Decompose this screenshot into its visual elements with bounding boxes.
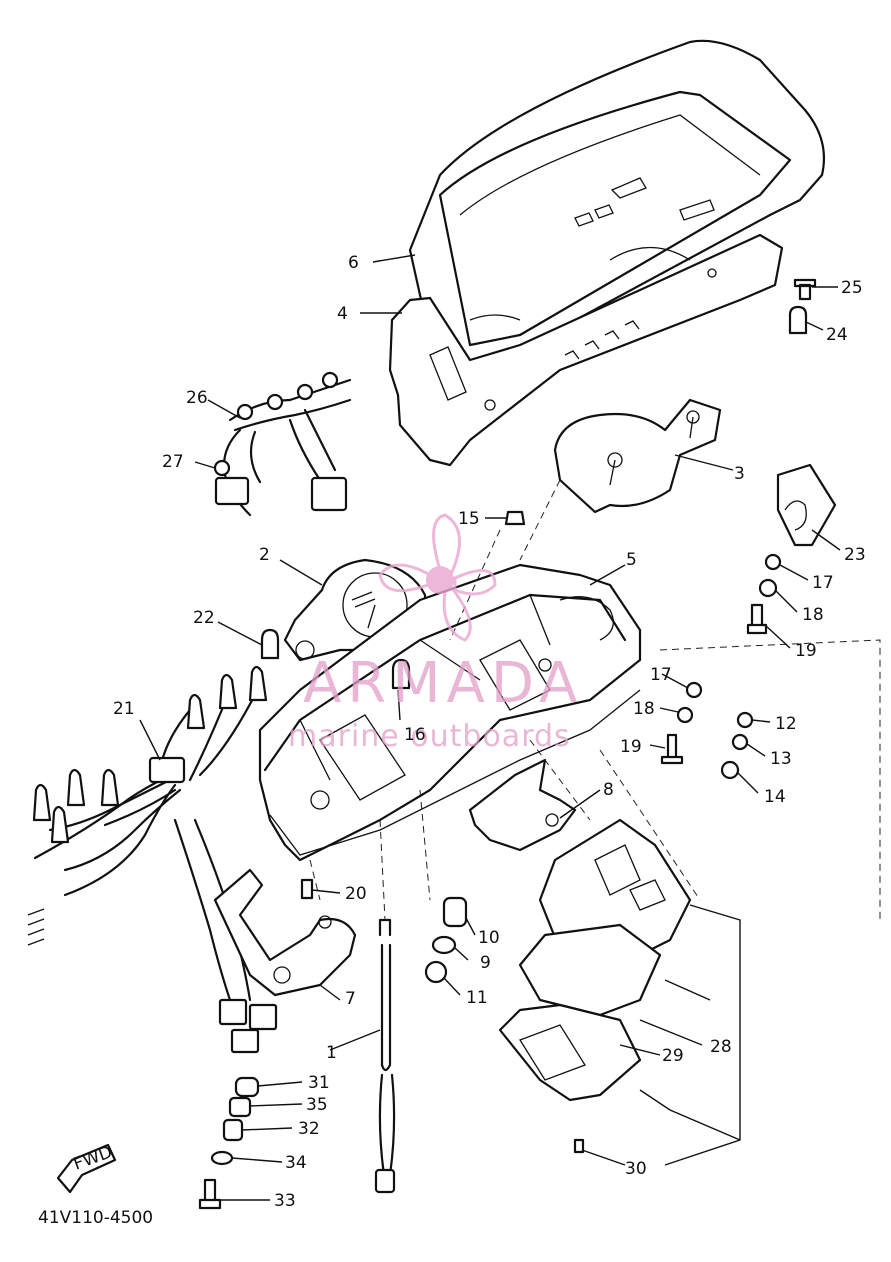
callout-24: 24 — [826, 325, 848, 345]
callout-13: 13 — [770, 749, 792, 769]
callout-12: 12 — [775, 714, 797, 734]
assembly-dash-lines — [309, 479, 881, 921]
callout-32: 32 — [298, 1119, 320, 1139]
part-28-indicator-assembly — [498, 818, 692, 1154]
callout-2: 2 — [259, 545, 270, 565]
callout-11: 11 — [466, 988, 488, 1008]
callout-20: 20 — [345, 884, 367, 904]
callout-16: 16 — [404, 725, 426, 745]
callout-19a: 19 — [795, 641, 817, 661]
callout-5: 5 — [626, 550, 637, 570]
part-23-switch — [776, 463, 837, 547]
callout-33: 33 — [274, 1191, 296, 1211]
callout-15: 15 — [458, 509, 480, 529]
part-21-wire-harness — [27, 665, 278, 1054]
part-7-bracket — [213, 868, 357, 997]
grommet-parts — [424, 896, 468, 984]
callout-23: 23 — [844, 545, 866, 565]
armada-watermark: ARMADA marine outboards — [288, 513, 583, 754]
hardware-parts — [300, 278, 817, 900]
watermark-brand: ARMADA — [303, 651, 583, 716]
callout-4: 4 — [337, 304, 348, 324]
callout-6: 6 — [348, 253, 359, 273]
propeller-logo — [378, 513, 497, 642]
callout-22: 22 — [193, 608, 215, 628]
fwd-arrow: FWD — [56, 1142, 117, 1194]
callout-17a: 17 — [812, 573, 834, 593]
callout-25: 25 — [841, 278, 863, 298]
callout-9: 9 — [480, 953, 491, 973]
watermark-tagline: marine outboards — [288, 719, 571, 754]
callout-7: 7 — [345, 989, 356, 1009]
callout-34: 34 — [285, 1153, 307, 1173]
callout-14: 14 — [764, 787, 786, 807]
callout-8: 8 — [603, 780, 614, 800]
callout-35: 35 — [306, 1095, 328, 1115]
callout-30: 30 — [625, 1159, 647, 1179]
callout-29: 29 — [662, 1046, 684, 1066]
callout-3: 3 — [734, 464, 745, 484]
lower-fastener-parts — [198, 1076, 260, 1210]
part-4-meter-housing — [388, 233, 784, 467]
callout-19b: 19 — [620, 737, 642, 757]
callout-labels: 1 2 3 4 5 6 7 8 9 10 11 12 13 14 15 16 1… — [113, 253, 866, 1211]
callout-27: 27 — [162, 452, 184, 472]
diagram-code: 41V110-4500 — [38, 1208, 153, 1228]
callout-31: 31 — [308, 1073, 330, 1093]
part-3-face-plate — [553, 398, 722, 514]
part-8-bracket — [468, 758, 577, 852]
leader-lines — [139, 254, 841, 1201]
callout-17b: 17 — [650, 665, 672, 685]
part-5-meter-case — [258, 563, 642, 862]
part-1-meter-cable — [374, 918, 396, 1194]
callout-18b: 18 — [633, 699, 655, 719]
callout-1: 1 — [326, 1043, 337, 1063]
callout-21: 21 — [113, 699, 135, 719]
callout-26: 26 — [186, 388, 208, 408]
callout-10: 10 — [478, 928, 500, 948]
callout-18a: 18 — [802, 605, 824, 625]
part-26-bulb-harness — [213, 371, 352, 517]
callout-28: 28 — [710, 1037, 732, 1057]
bulb-parts — [260, 510, 526, 690]
